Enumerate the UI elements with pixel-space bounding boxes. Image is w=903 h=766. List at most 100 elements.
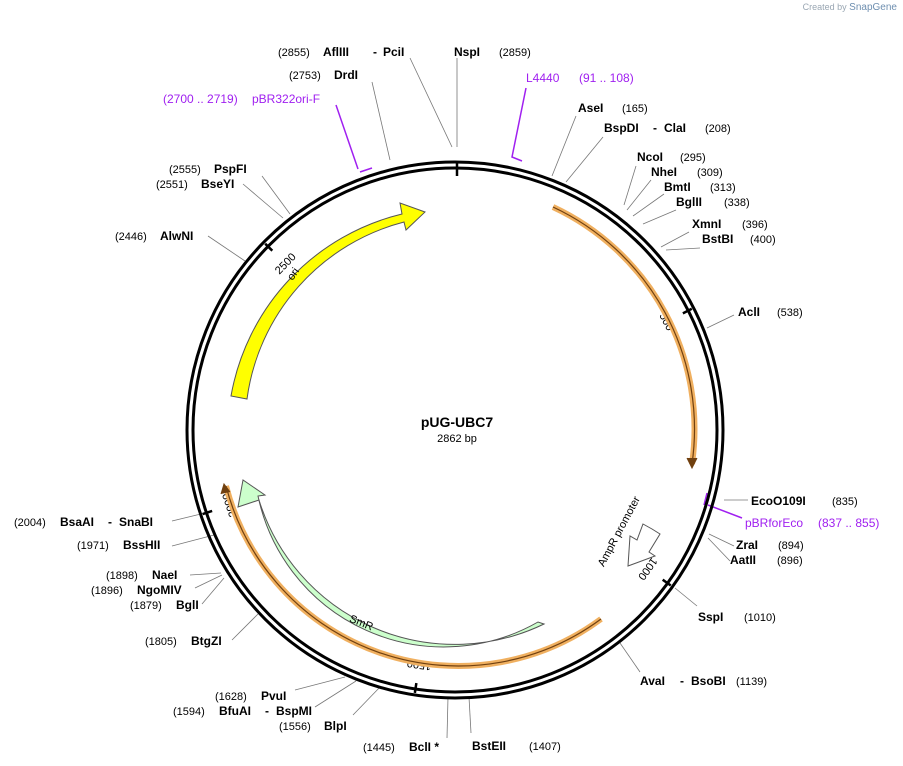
enzyme-pos: (538) xyxy=(777,307,803,319)
enzyme-name: PvuI xyxy=(261,689,286,703)
primer-labels: L4440 (91 .. 108) (2700 .. 2719) pBR322o… xyxy=(163,71,879,530)
enzyme-name: BfuAI xyxy=(219,704,251,718)
enzyme-pos: (1407) xyxy=(529,741,561,753)
tick-mark xyxy=(682,307,693,315)
enzyme-labels: (2855) AflIII - PciI NspI (2859) (2753) … xyxy=(14,45,858,754)
enzyme-name: NheI xyxy=(651,165,677,179)
enzyme-name: BspMI xyxy=(276,704,312,718)
primer-markers xyxy=(335,87,743,519)
feature-smr-label: SmR xyxy=(348,613,375,633)
enzyme-name: BmtI xyxy=(664,180,691,194)
enzyme-name: SspI xyxy=(698,610,723,624)
enzyme-name: ZraI xyxy=(736,538,758,552)
enzyme-pos: (1805) xyxy=(145,636,177,648)
enzyme-name: DrdI xyxy=(334,68,358,82)
enzyme-name: AseI xyxy=(578,101,603,115)
enzyme-dash: - xyxy=(265,704,269,718)
enzyme-name: BsoBI xyxy=(691,674,726,688)
tick-mark xyxy=(661,578,672,587)
enzyme-pos: (835) xyxy=(832,496,858,508)
primer-range: (2700 .. 2719) xyxy=(163,92,238,106)
primer-pbrforeco-marker xyxy=(703,492,708,506)
enzyme-name: BglI xyxy=(176,598,199,612)
enzyme-pos: (295) xyxy=(680,152,706,164)
enzyme-name: AflIII xyxy=(323,45,349,59)
enzyme-name: AclI xyxy=(738,305,760,319)
enzyme-name: AatII xyxy=(730,553,756,567)
enzyme-pos: (165) xyxy=(622,103,648,115)
enzyme-name: NgoMIV xyxy=(137,583,182,597)
snapgene-logo: SnapGene xyxy=(849,2,897,13)
enzyme-name: PciI xyxy=(383,45,404,59)
tick-mark xyxy=(413,682,418,694)
enzyme-pos: (400) xyxy=(750,234,776,246)
enzyme-name: BlpI xyxy=(324,719,347,733)
enzyme-pos: (2004) xyxy=(14,517,46,529)
enzyme-pos: (1139) xyxy=(736,676,767,688)
enzyme-connector-lines xyxy=(171,57,748,739)
enzyme-name: NcoI xyxy=(637,150,663,164)
enzyme-name: BsaAI xyxy=(60,515,94,529)
enzyme-name: BspDI xyxy=(604,121,639,135)
feature-ori: ori xyxy=(230,202,426,400)
enzyme-pos: (2859) xyxy=(499,47,531,59)
plasmid-length: 2862 bp xyxy=(437,433,477,445)
primer-range: (837 .. 855) xyxy=(818,516,879,530)
enzyme-name: BtgZI xyxy=(191,634,222,648)
enzyme-pos: (313) xyxy=(710,182,736,194)
enzyme-pos: (208) xyxy=(705,123,731,135)
selection-arc-left xyxy=(220,482,603,669)
enzyme-name: SnaBI xyxy=(119,515,153,529)
enzyme-pos: (896) xyxy=(777,555,803,567)
primer-range: (91 .. 108) xyxy=(579,71,634,85)
enzyme-pos: (2855) xyxy=(278,47,310,59)
enzyme-name: PspFI xyxy=(214,162,247,176)
enzyme-pos: (1010) xyxy=(744,612,776,624)
enzyme-name: XmnI xyxy=(692,217,721,231)
enzyme-name: NspI xyxy=(454,45,480,59)
enzyme-name: AlwNI xyxy=(160,229,193,243)
feature-ampr-promoter: AmpR promoter xyxy=(596,494,661,569)
enzyme-name: AvaI xyxy=(640,674,665,688)
enzyme-name: BstBI xyxy=(702,232,733,246)
primer-label: pBR322ori-F xyxy=(252,92,320,106)
enzyme-name: BclI * xyxy=(409,740,439,754)
enzyme-pos: (1445) xyxy=(363,742,395,754)
enzyme-pos: (1879) xyxy=(130,600,162,612)
plasmid-name: pUG-UBC7 xyxy=(421,414,494,430)
enzyme-pos: (338) xyxy=(724,197,750,209)
enzyme-dash: - xyxy=(373,45,377,59)
enzyme-dash: - xyxy=(108,515,112,529)
primer-label: pBRforEco xyxy=(745,516,803,530)
enzyme-pos: (2555) xyxy=(169,164,201,176)
enzyme-name: BstEII xyxy=(472,739,506,753)
enzyme-pos: (1594) xyxy=(173,706,205,718)
primer-pbr322ori-f-marker xyxy=(335,104,359,170)
backbone-ring xyxy=(185,160,725,700)
credit-prefix: Created by xyxy=(802,2,847,12)
enzyme-pos: (894) xyxy=(778,540,804,552)
enzyme-name: EcoO109I xyxy=(751,494,806,508)
enzyme-pos: (396) xyxy=(742,219,768,231)
enzyme-pos: (309) xyxy=(697,167,723,179)
feature-smr: SmR xyxy=(237,479,546,648)
enzyme-pos: (2551) xyxy=(156,179,188,191)
snapgene-credit: Created by SnapGene xyxy=(803,2,897,13)
selection-arc-right xyxy=(551,204,698,470)
enzyme-name: BseYI xyxy=(201,177,234,191)
enzyme-name: NaeI xyxy=(152,568,177,582)
enzyme-dash: - xyxy=(680,674,684,688)
enzyme-pos: (1971) xyxy=(77,540,109,552)
feature-ori-label: ori xyxy=(285,266,302,283)
enzyme-pos: (2446) xyxy=(115,231,147,243)
enzyme-pos: (2753) xyxy=(289,70,321,82)
primer-l4440-marker xyxy=(511,87,527,162)
enzyme-name: BssHII xyxy=(123,538,160,552)
enzyme-pos: (1556) xyxy=(279,721,311,733)
enzyme-name: BglII xyxy=(676,195,702,209)
enzyme-dash: - xyxy=(653,121,657,135)
tick-mark xyxy=(264,242,274,252)
tick-mark xyxy=(202,509,213,516)
enzyme-pos: (1628) xyxy=(215,691,247,703)
